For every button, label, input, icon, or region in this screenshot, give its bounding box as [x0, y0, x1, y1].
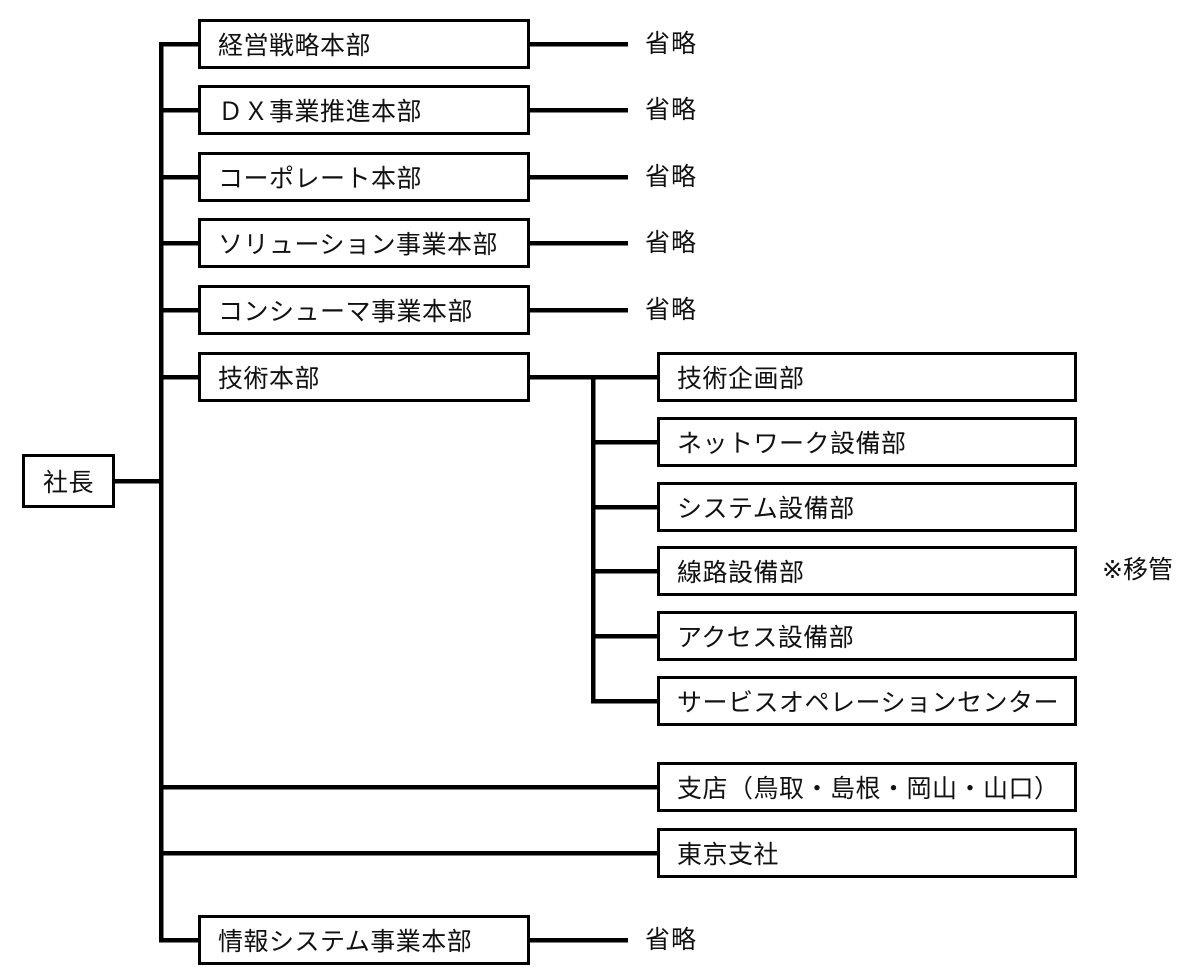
org-box-label: システム設備部 — [677, 495, 855, 523]
annotation-ikan: ※移管 — [1102, 556, 1173, 584]
org-box-label: アクセス設備部 — [677, 624, 855, 652]
org-box-access-setsubi: アクセス設備部 — [657, 611, 1077, 661]
note-shoryaku-5: 省略 — [645, 296, 698, 324]
org-box-president: 社長 — [22, 454, 115, 508]
org-box-corporate: コーポレート本部 — [198, 152, 530, 202]
org-box-president-label: 社長 — [42, 469, 94, 497]
org-box-shiten: 支店（鳥取・島根・岡山・山口） — [657, 762, 1077, 812]
note-shoryaku-3: 省略 — [645, 163, 698, 191]
org-box-gijutsu-kikaku: 技術企画部 — [657, 352, 1077, 402]
org-box-service-operation-center: サービスオペレーションセンター — [657, 676, 1077, 726]
org-box-label: 技術企画部 — [677, 365, 805, 393]
org-box-label: 線路設備部 — [677, 559, 805, 587]
org-box-tokyo-shisha: 東京支社 — [657, 828, 1077, 878]
org-box-dx-jigyo-suishin: ＤＸ事業推進本部 — [198, 85, 530, 135]
note-shoryaku-4: 省略 — [645, 229, 698, 257]
org-box-joho-system-jigyo: 情報システム事業本部 — [198, 915, 530, 965]
org-box-gijutsu-honbu: 技術本部 — [198, 352, 530, 402]
note-shoryaku-6: 省略 — [645, 926, 698, 954]
org-box-system-setsubi: システム設備部 — [657, 482, 1077, 532]
org-box-label: 経営戦略本部 — [218, 32, 372, 60]
note-shoryaku-1: 省略 — [645, 30, 698, 58]
org-box-label: コンシューマ事業本部 — [218, 298, 474, 326]
org-box-label: 支店（鳥取・島根・岡山・山口） — [677, 775, 1060, 803]
note-shoryaku-2: 省略 — [645, 96, 698, 124]
org-box-label: ソリューション事業本部 — [218, 231, 499, 259]
org-box-label: ネットワーク設備部 — [677, 430, 907, 458]
org-box-label: ＤＸ事業推進本部 — [218, 98, 423, 126]
org-box-solution-jigyo: ソリューション事業本部 — [198, 218, 530, 268]
org-box-label: 東京支社 — [677, 841, 780, 869]
org-box-keiei-senryaku: 経営戦略本部 — [198, 19, 530, 69]
org-box-label: 技術本部 — [218, 365, 321, 393]
org-box-label: サービスオペレーションセンター — [677, 689, 1060, 717]
org-box-senro-setsubi: 線路設備部 — [657, 546, 1077, 596]
org-box-label: コーポレート本部 — [218, 165, 423, 193]
org-box-consumer-jigyo: コンシューマ事業本部 — [198, 285, 530, 335]
org-box-label: 情報システム事業本部 — [218, 928, 473, 956]
org-box-network-setsubi: ネットワーク設備部 — [657, 417, 1077, 467]
